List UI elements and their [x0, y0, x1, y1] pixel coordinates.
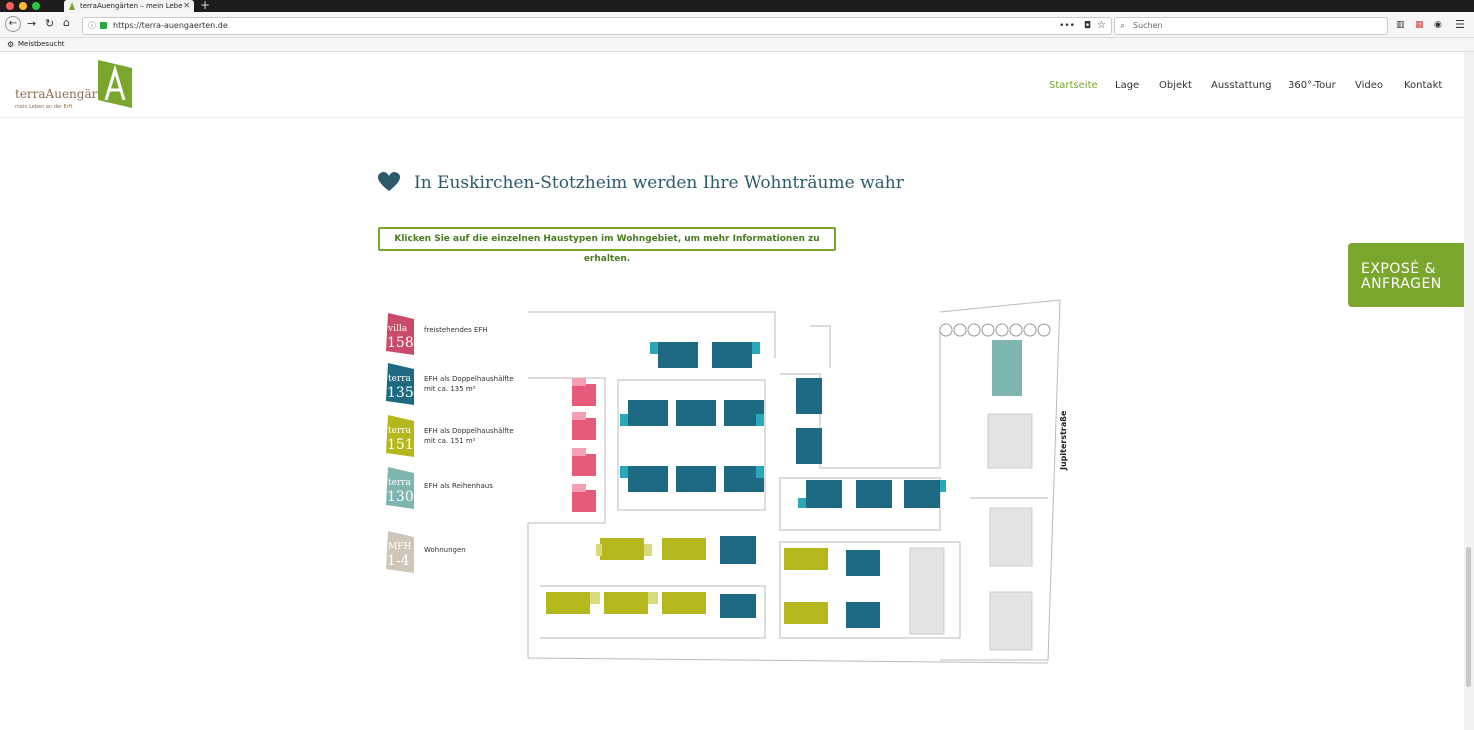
url-text: https://terra-auengaerten.de — [113, 21, 228, 30]
legend-badge-num: 130 — [387, 489, 414, 505]
minimize-window-button[interactable] — [19, 2, 27, 10]
info-icon[interactable]: ⓘ — [88, 21, 96, 30]
cta-line-1: EXPOSÉ & — [1361, 261, 1436, 277]
menu-kontakt[interactable]: Kontakt — [1404, 80, 1443, 91]
menu-startseite[interactable]: Startseite — [1049, 80, 1098, 91]
extension-icon[interactable]: ◉ — [1434, 20, 1442, 30]
legend-badge-terra-130[interactable]: terra 130 — [386, 467, 414, 509]
pocket-icon[interactable]: ◘ — [1083, 21, 1091, 31]
close-tab-icon[interactable]: ✕ — [183, 1, 190, 10]
legend-badge-num: 151 — [387, 437, 414, 453]
search-input[interactable]: ⌕ Suchen — [1114, 17, 1388, 35]
menu-lage[interactable]: Lage — [1115, 80, 1140, 91]
info-box: Klicken Sie auf die einzelnen Haustypen … — [378, 227, 836, 264]
logo-text[interactable]: terraAuengärten — [15, 87, 117, 101]
scrollbar-thumb[interactable] — [1466, 547, 1471, 687]
street-label: Jupiterstraße — [1059, 410, 1068, 470]
tab-title: terraAuengärten – mein Lebe — [80, 2, 183, 10]
search-placeholder: Suchen — [1133, 21, 1163, 30]
calendar-icon[interactable]: ▦ — [1415, 20, 1424, 30]
page-scrollbar[interactable] — [1464, 52, 1474, 730]
terra-130-houses[interactable] — [992, 340, 1022, 396]
expose-anfragen-button[interactable]: EXPOSÉ & ANFRAGEN — [1348, 243, 1464, 307]
library-icon[interactable]: ▥ — [1396, 20, 1405, 30]
url-bar[interactable]: ⓘ https://terra-auengaerten.de ••• ◘ ☆ — [82, 17, 1112, 35]
bookmark-most-visited[interactable]: Meistbesucht — [18, 40, 65, 48]
search-icon: ⌕ — [1120, 21, 1126, 31]
legend-badge-num: 1-4 — [387, 553, 410, 569]
back-button[interactable]: ← — [5, 16, 21, 32]
villa-158-houses[interactable] — [572, 384, 596, 512]
heart-icon — [378, 172, 400, 191]
legend-badge-top: MFH — [388, 542, 411, 552]
legend-badge-top: terra — [388, 374, 412, 384]
logo-tagline: mein Leben an der Erft — [15, 104, 73, 110]
logo-a-icon[interactable] — [98, 60, 132, 108]
legend-badge-num: 158 — [387, 335, 414, 351]
favicon-icon — [69, 2, 75, 10]
legend-badge-top: villa — [387, 324, 408, 334]
title-bar: terraAuengärten – mein Lebe ✕ + — [0, 0, 1474, 12]
new-tab-button[interactable]: + — [200, 0, 211, 12]
menu-objekt[interactable]: Objekt — [1159, 80, 1192, 91]
lock-icon — [100, 22, 107, 29]
site-plan — [527, 299, 1061, 664]
trees — [939, 323, 1051, 337]
legend-label-terra-130: EFH als Reihenhaus — [424, 482, 493, 490]
mfh-buildings[interactable] — [909, 413, 1033, 651]
legend-label-mfh: Wohnungen — [424, 546, 466, 554]
legend-badge-terra-151[interactable]: terra 151 — [386, 415, 414, 457]
terra-151-houses[interactable] — [546, 538, 828, 624]
legend-badge-num: 135 — [387, 385, 414, 401]
legend-badge-terra-135[interactable]: terra 135 — [386, 363, 414, 405]
menu-video[interactable]: Video — [1355, 80, 1384, 91]
legend-badge-top: terra — [388, 478, 412, 488]
legend-label-villa: freistehendes EFH — [424, 326, 488, 334]
menu-ausstattung[interactable]: Ausstattung — [1211, 80, 1272, 91]
legend-badge-mfh[interactable]: MFH 1-4 — [386, 531, 414, 573]
browser-tab[interactable]: terraAuengärten – mein Lebe ✕ — [64, 0, 194, 12]
legend-badge-villa-158[interactable]: villa 158 — [386, 313, 414, 355]
maximize-window-button[interactable] — [32, 2, 40, 10]
site-header: terraAuengärten mein Leben an der Erft — [0, 52, 1474, 118]
home-button[interactable]: ⌂ — [63, 16, 70, 29]
reload-button[interactable]: ↻ — [45, 17, 55, 30]
page-actions-icon[interactable]: ••• — [1059, 21, 1075, 31]
legend-badge-top: terra — [388, 426, 412, 436]
cta-line-2: ANFRAGEN — [1361, 276, 1442, 292]
menu-360-tour[interactable]: 360°-Tour — [1288, 80, 1336, 91]
bookmark-star-icon[interactable]: ☆ — [1097, 20, 1106, 31]
terra-135-houses[interactable] — [628, 342, 940, 628]
gear-icon: ⚙ — [7, 40, 15, 49]
page-title: In Euskirchen-Stotzheim werden Ihre Wohn… — [414, 173, 904, 193]
bookmarks-bar: ⚙ Meistbesucht — [0, 38, 1474, 52]
forward-button[interactable]: → — [27, 17, 37, 30]
close-window-button[interactable] — [6, 2, 14, 10]
menu-icon[interactable]: ☰ — [1455, 18, 1465, 31]
